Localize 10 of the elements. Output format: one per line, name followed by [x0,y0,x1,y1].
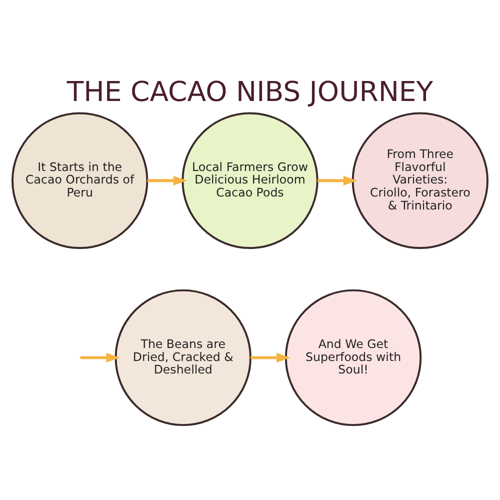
node-circle: The Beans are Dried, Cracked & Deshelled [114,289,252,426]
arrow [317,176,358,186]
arrow [147,176,188,186]
arrow [250,352,290,363]
node-circle: And We Get Superfoods with Soul! [284,289,422,426]
arrow [80,352,120,363]
node-circle: From Three Flavorful Varieties: Criollo, Forastero & Trinitario [352,112,488,250]
node-circle: Local Farmers Grow Delicious Heirloom Cacao Pods [182,112,318,250]
node-circle: It Starts in the Cacao Orchards of Peru [12,112,148,250]
diagram-title: THE CACAO NIBS JOURNEY [66,76,434,108]
